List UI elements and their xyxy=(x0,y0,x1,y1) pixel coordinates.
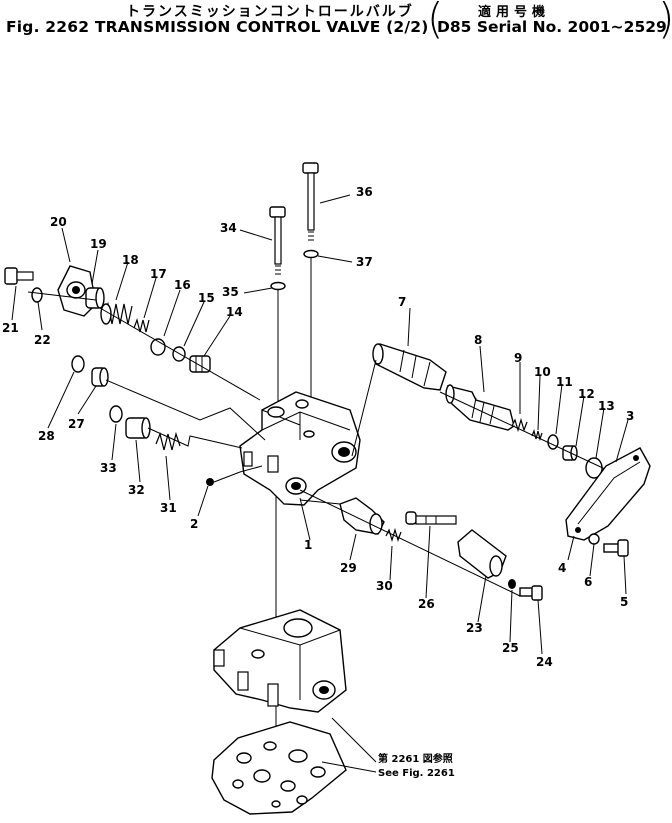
spool-7 xyxy=(372,343,447,391)
callout-7: 7 xyxy=(398,295,406,309)
figure-title: Fig. 2262 TRANSMISSION CONTROL VALVE (2/… xyxy=(6,18,429,36)
callout-31: 31 xyxy=(160,501,177,515)
left-bracket: ( xyxy=(427,0,444,43)
reference-note-japanese: 第 2261 図参照 xyxy=(378,752,453,765)
bolt-21 xyxy=(4,267,34,285)
callout-5: 5 xyxy=(620,595,628,609)
bolt-34-axis xyxy=(275,290,279,800)
callout-37: 37 xyxy=(356,255,373,269)
callout-6: 6 xyxy=(584,575,592,589)
callout-24: 24 xyxy=(536,655,553,669)
callout-3: 3 xyxy=(626,409,634,423)
callout-11: 11 xyxy=(556,375,573,389)
callout-26: 26 xyxy=(418,597,435,611)
callout-28: 28 xyxy=(38,429,55,443)
callout-10: 10 xyxy=(534,365,551,379)
applicable-machine-japanese: 適用号機 xyxy=(478,5,551,20)
callout-12: 12 xyxy=(578,387,595,401)
spool-8 xyxy=(445,384,515,431)
callout-27: 27 xyxy=(68,417,85,431)
bolt-36 xyxy=(302,162,319,241)
washer-37 xyxy=(303,249,319,259)
o-ring-28 xyxy=(71,355,85,373)
callout-14: 14 xyxy=(226,305,243,319)
callout-20: 20 xyxy=(50,215,67,229)
bolt-34 xyxy=(269,206,286,275)
valve-body-lower xyxy=(213,609,347,713)
spring-18 xyxy=(100,301,133,325)
callout-22: 22 xyxy=(34,333,51,347)
title-japanese: トランスミッションコントロールバルブ xyxy=(126,4,414,20)
callout-21: 21 xyxy=(2,321,19,335)
washer-22 xyxy=(31,287,43,303)
callout-33: 33 xyxy=(100,461,117,475)
cover-3 xyxy=(565,447,651,541)
base-plate xyxy=(211,721,347,815)
callout-29: 29 xyxy=(340,561,357,575)
callout-13: 13 xyxy=(598,399,615,413)
spring-17 xyxy=(133,317,150,333)
plug-19 xyxy=(85,287,105,309)
right-upper-axis xyxy=(351,359,621,477)
callout-18: 18 xyxy=(122,253,139,267)
sleeve-23 xyxy=(457,529,507,579)
piston-26 xyxy=(405,511,457,525)
left-lower-guide-lines xyxy=(105,379,266,483)
spring-10 xyxy=(531,429,543,442)
washer-25 xyxy=(508,579,516,589)
reference-note-english: See Fig. 2261 xyxy=(378,768,455,779)
callout-30: 30 xyxy=(376,579,393,593)
applicable-serial-range: D85 Serial No. 2001∼2529 xyxy=(437,18,667,36)
plug-29 xyxy=(339,497,385,535)
callout-2: 2 xyxy=(190,517,198,531)
spring-9 xyxy=(511,417,528,433)
leader-lines xyxy=(11,194,629,773)
callout-35: 35 xyxy=(222,285,239,299)
ball-2 xyxy=(206,478,214,486)
callout-25: 25 xyxy=(502,641,519,655)
callout-32: 32 xyxy=(128,483,145,497)
o-ring-33 xyxy=(109,405,123,423)
right-lower-axis xyxy=(299,489,521,597)
bolt-5 xyxy=(603,539,629,557)
plug-27 xyxy=(91,367,109,387)
callout-4: 4 xyxy=(558,561,566,575)
bolt-24 xyxy=(519,585,543,601)
callout-1: 1 xyxy=(304,538,312,552)
left-assembly-axis xyxy=(27,291,261,401)
callout-labels: 1 2 3 4 5 6 7 8 9 10 11 12 13 14 15 16 1… xyxy=(2,185,634,669)
plug-32 xyxy=(125,417,151,439)
callout-8: 8 xyxy=(474,333,482,347)
callout-34: 34 xyxy=(220,221,237,235)
spring-31 xyxy=(155,431,181,451)
callout-16: 16 xyxy=(174,278,191,292)
callout-36: 36 xyxy=(356,185,373,199)
callout-19: 19 xyxy=(90,237,107,251)
callout-15: 15 xyxy=(198,291,215,305)
right-bracket: ) xyxy=(658,0,672,40)
callout-9: 9 xyxy=(514,351,522,365)
callout-17: 17 xyxy=(150,267,167,281)
washer-35 xyxy=(270,281,286,291)
washer-6 xyxy=(588,533,600,545)
callout-23: 23 xyxy=(466,621,483,635)
valve-body-upper xyxy=(239,391,361,506)
